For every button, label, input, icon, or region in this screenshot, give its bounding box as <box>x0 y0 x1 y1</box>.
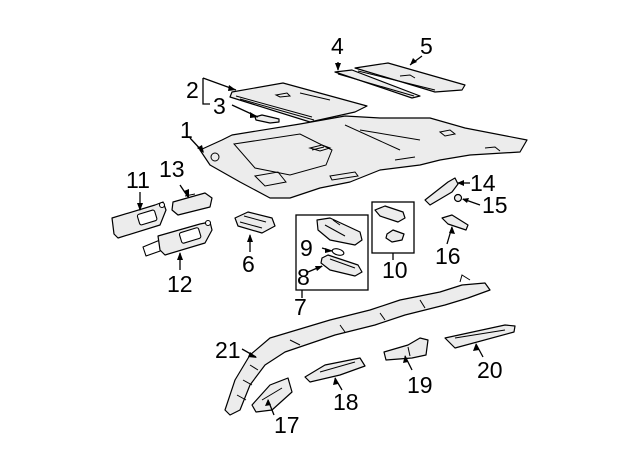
part-16-bracket[interactable] <box>441 214 469 231</box>
callout-20[interactable]: 20 <box>477 357 503 383</box>
callout-3[interactable]: 3 <box>213 93 226 119</box>
part-2-panel[interactable] <box>229 82 368 123</box>
callout-box-7 <box>295 214 369 291</box>
part-13-console[interactable] <box>171 192 213 216</box>
part-14-grab-handle[interactable] <box>424 177 459 206</box>
callout-1[interactable]: 1 <box>180 117 193 143</box>
part-10-lamp-kit[interactable] <box>374 205 406 243</box>
part-8-lens[interactable] <box>320 254 363 277</box>
part-6-dome-lamp[interactable] <box>234 211 276 234</box>
part-15-clip[interactable] <box>453 193 463 203</box>
part-20-trim-bracket[interactable] <box>444 324 516 349</box>
part-12-sun-visor[interactable] <box>142 219 213 257</box>
part-9-bulb[interactable] <box>331 248 345 257</box>
callout-14[interactable]: 14 <box>470 170 496 196</box>
callout-21[interactable]: 21 <box>215 337 241 363</box>
part-17-bracket[interactable] <box>251 377 293 413</box>
callout-11[interactable]: 11 <box>126 167 150 193</box>
callout-16[interactable]: 16 <box>435 243 461 269</box>
callout-2[interactable]: 2 <box>186 77 199 103</box>
part-7-map-lamp[interactable] <box>316 217 363 246</box>
callout-4[interactable]: 4 <box>331 33 344 59</box>
callout-18[interactable]: 18 <box>333 389 359 415</box>
part-1-headliner[interactable] <box>199 115 528 199</box>
callout-9[interactable]: 9 <box>300 235 313 261</box>
part-3-pad[interactable] <box>254 114 280 124</box>
part-21-curtain-airbag[interactable] <box>224 274 491 416</box>
callout-12[interactable]: 12 <box>167 271 193 297</box>
callout-19[interactable]: 19 <box>407 372 433 398</box>
part-4-trim-strip[interactable] <box>334 69 421 99</box>
callout-6[interactable]: 6 <box>242 251 255 277</box>
callout-10[interactable]: 10 <box>382 257 408 283</box>
part-19-bracket[interactable] <box>383 337 429 361</box>
arrowheads <box>137 58 479 406</box>
callout-7[interactable]: 7 <box>294 294 307 320</box>
part-18-bracket[interactable] <box>304 357 366 383</box>
part-5-rear-panel[interactable] <box>354 62 466 93</box>
callout-15[interactable]: 15 <box>482 192 508 218</box>
callout-8[interactable]: 8 <box>297 264 310 290</box>
callout-17[interactable]: 17 <box>274 412 300 438</box>
callout-labels: 1 2 3 4 5 6 7 8 9 10 11 12 13 14 15 16 1… <box>126 33 508 438</box>
callout-5[interactable]: 5 <box>420 33 433 59</box>
callout-13[interactable]: 13 <box>159 156 185 182</box>
part-11-sun-visor[interactable] <box>111 201 167 239</box>
